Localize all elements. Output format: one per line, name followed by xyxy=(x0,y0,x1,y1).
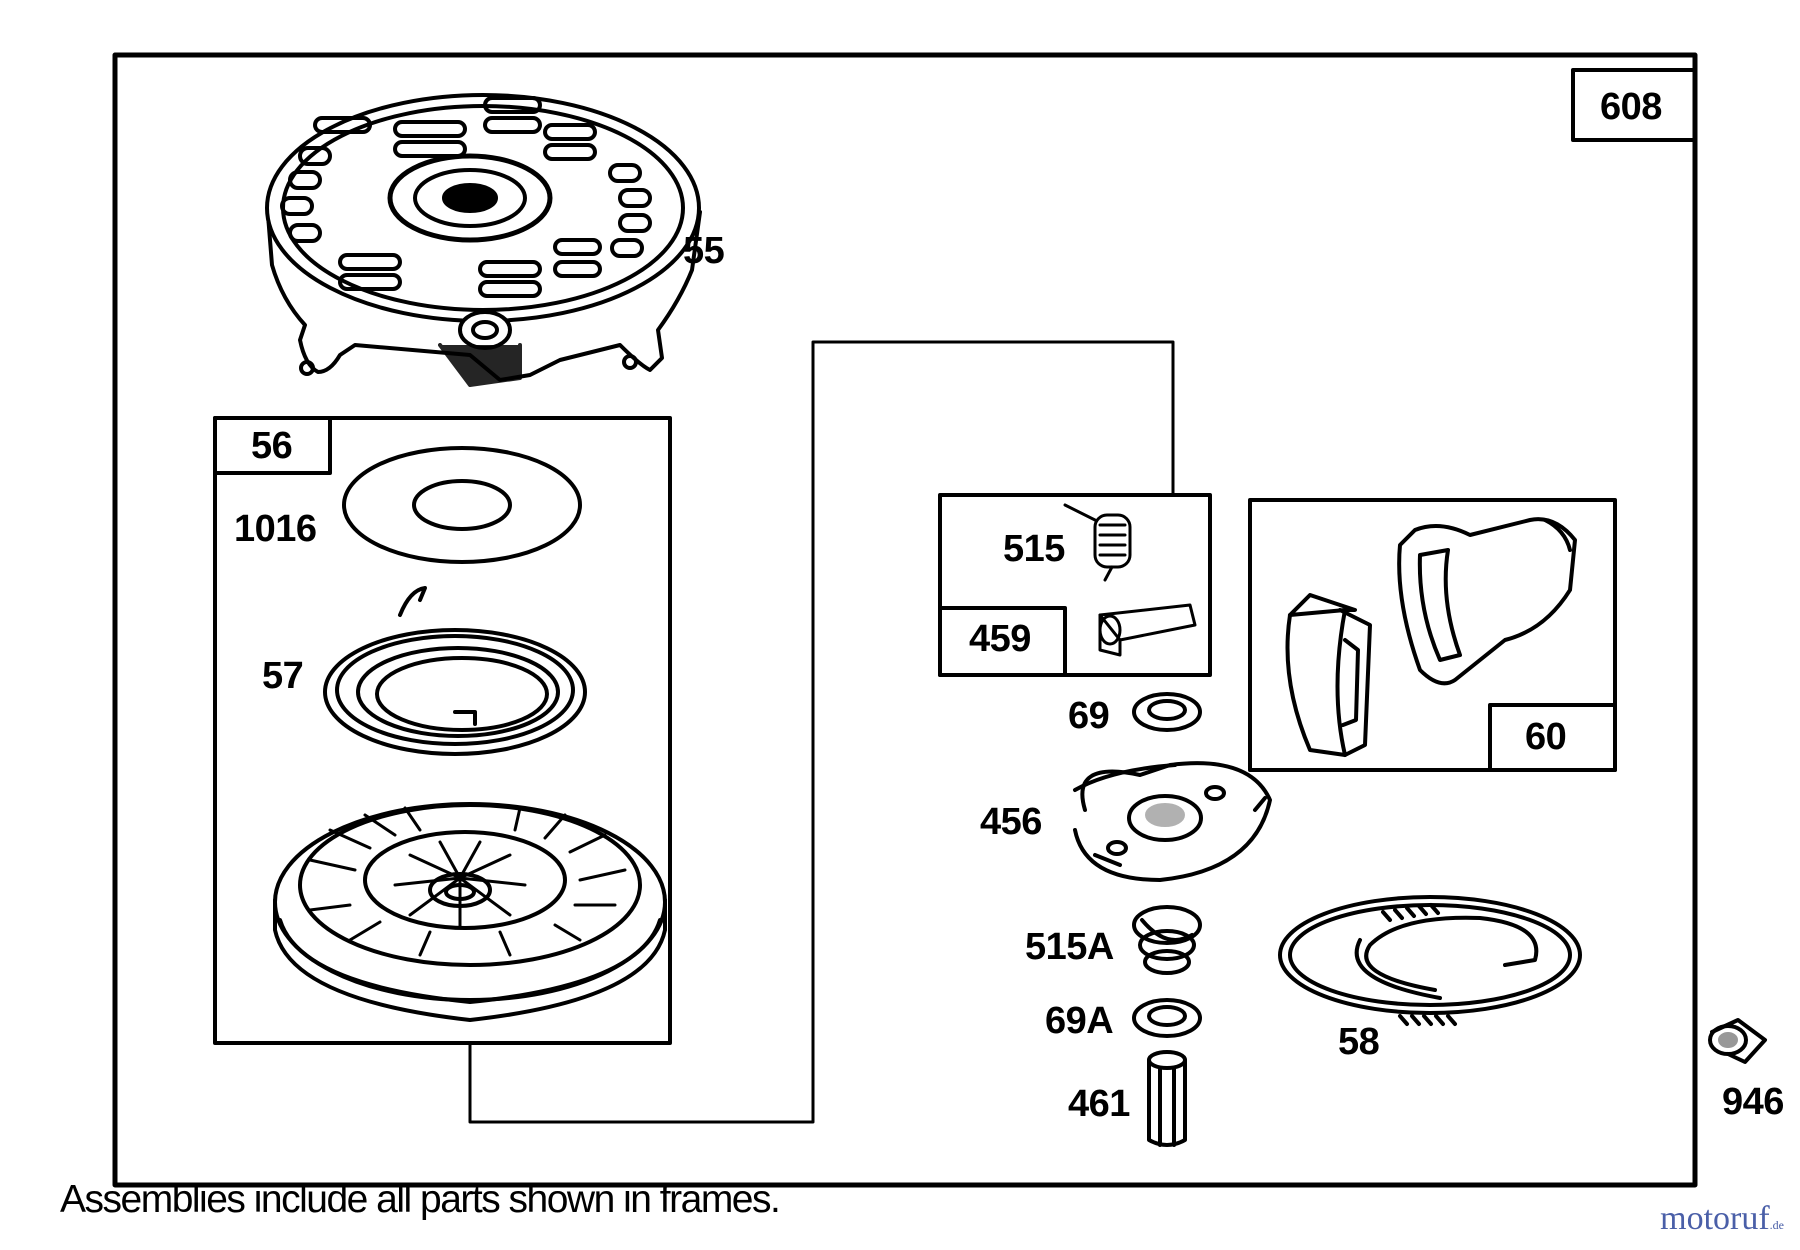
blower-housing-part xyxy=(265,93,702,387)
callout-515: 515 xyxy=(1003,528,1065,570)
rope-58-part xyxy=(1278,895,1582,1026)
callout-55: 55 xyxy=(683,230,725,272)
assembly-frame-608 xyxy=(112,52,1698,1188)
callout-456: 456 xyxy=(980,801,1042,843)
watermark-text: motoruf xyxy=(1660,1200,1770,1237)
callout-1016: 1016 xyxy=(234,508,317,550)
pawl-459-part xyxy=(1098,603,1197,657)
starter-pulley-part xyxy=(273,802,667,1022)
assembly-frame-459 xyxy=(938,493,1212,677)
callout-57: 57 xyxy=(262,655,304,697)
callout-946: 946 xyxy=(1722,1081,1784,1123)
callout-515A: 515A xyxy=(1025,926,1114,968)
washer-69-part xyxy=(1132,692,1202,732)
pin-461-part xyxy=(1147,1050,1187,1147)
spring-515-part xyxy=(1063,503,1132,582)
callout-box-56 xyxy=(213,416,332,475)
assembly-frame-60 xyxy=(1248,498,1617,772)
washer-1016-part xyxy=(342,446,582,564)
callout-56: 56 xyxy=(251,425,293,467)
callout-69A: 69A xyxy=(1045,1000,1114,1042)
callout-box-459 xyxy=(938,606,1067,677)
connector-line xyxy=(468,340,1175,1124)
callout-58: 58 xyxy=(1338,1021,1380,1063)
watermark-suffix: .de xyxy=(1769,1218,1784,1232)
rewind-spring-57-part xyxy=(323,586,587,756)
callout-box-608 xyxy=(1571,68,1697,142)
assembly-frame-56 xyxy=(213,416,672,1045)
callout-box-60 xyxy=(1488,703,1617,772)
starter-handle-60-part xyxy=(1285,517,1577,757)
callout-608: 608 xyxy=(1600,86,1662,128)
washer-69A-part xyxy=(1132,998,1202,1038)
grommet-946-part xyxy=(1708,1018,1767,1064)
assembly-footnote: Assemblies include all parts shown in fr… xyxy=(60,1178,781,1221)
watermark[interactable]: motoruf.de xyxy=(1660,1200,1784,1238)
retainer-456-part xyxy=(1073,761,1272,882)
callout-461: 461 xyxy=(1068,1083,1130,1125)
spring-515A-part xyxy=(1132,905,1202,975)
callout-60: 60 xyxy=(1525,716,1567,758)
callout-459: 459 xyxy=(969,618,1031,660)
callout-69: 69 xyxy=(1068,695,1110,737)
